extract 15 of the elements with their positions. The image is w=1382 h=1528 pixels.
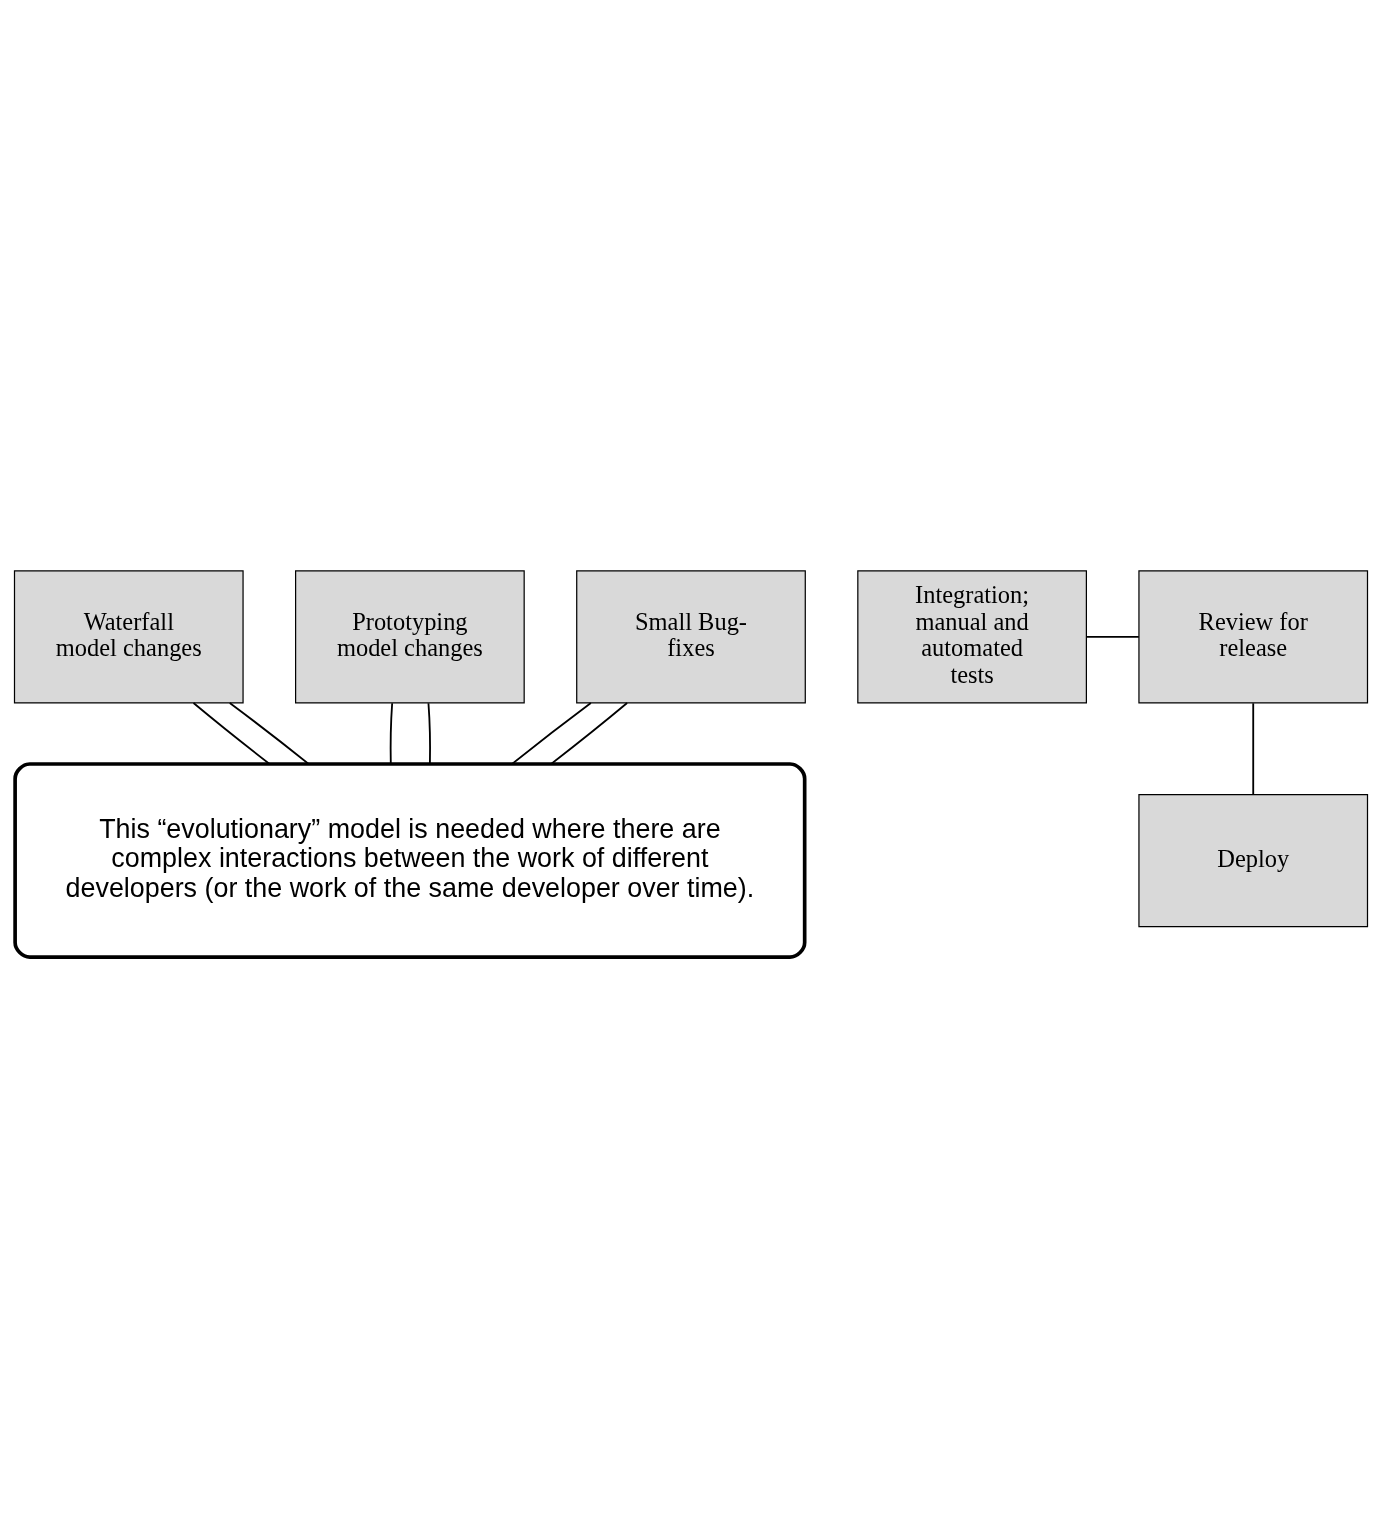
connector xyxy=(389,702,394,765)
connector xyxy=(1252,702,1255,796)
connector xyxy=(511,702,592,765)
connector xyxy=(550,702,628,765)
node-box: Prototyping model changes xyxy=(295,570,525,704)
node-box: Review for release xyxy=(1138,570,1369,704)
connector xyxy=(1085,635,1140,638)
connector xyxy=(228,702,310,765)
node-box: Integration; manual and automated tests xyxy=(857,570,1087,704)
node-box: Deploy xyxy=(1138,793,1369,928)
connector xyxy=(427,702,431,765)
node-box: Small Bug-fixes xyxy=(576,570,806,704)
node-box: This “evolutionary” model is needed where there are complex interactions between the work of different developers (or the work of the same developer over time). xyxy=(13,762,807,959)
connector xyxy=(192,702,271,765)
node-box: Waterfall model changes xyxy=(13,570,244,704)
